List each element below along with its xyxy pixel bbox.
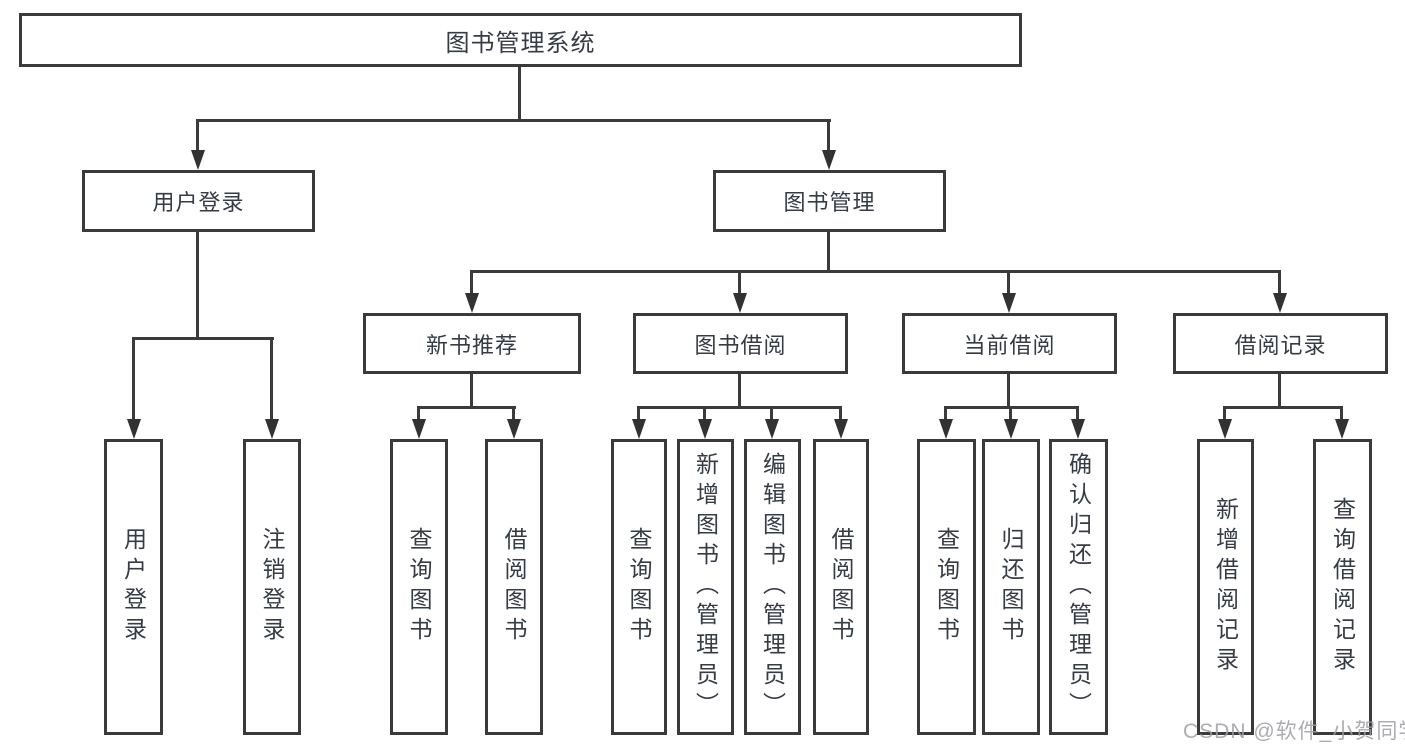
connector-line	[512, 406, 515, 419]
connector-line	[944, 406, 947, 419]
connector-line	[196, 119, 831, 122]
connector-line	[1278, 374, 1281, 409]
leaf-confirm-return-admin: 确认归还（管理员）	[1049, 439, 1108, 735]
connector-line	[1007, 270, 1010, 293]
arrow-down-icon	[1004, 419, 1018, 439]
connector-line	[518, 67, 521, 119]
arrow-down-icon	[1002, 293, 1016, 313]
arrow-down-icon	[1071, 419, 1085, 439]
connector-line	[637, 406, 640, 419]
node-library-system: 图书管理系统	[19, 13, 1022, 67]
connector-line	[470, 374, 473, 409]
leaf-user-login: 用户登录	[104, 439, 163, 735]
connector-line	[770, 406, 773, 419]
connector-line	[132, 337, 274, 340]
connector-line	[738, 270, 741, 293]
leaf-query-books-current: 查询图书	[917, 439, 976, 735]
arrow-down-icon	[412, 419, 426, 439]
connector-line	[827, 232, 830, 270]
connector-line	[738, 374, 741, 409]
leaf-add-borrow-record: 新增借阅记录	[1197, 439, 1254, 735]
leaf-return-books: 归还图书	[982, 439, 1040, 735]
leaf-add-books-admin: 新增图书（管理员）	[677, 439, 734, 735]
node-borrow-records: 借阅记录	[1173, 313, 1388, 374]
arrow-down-icon	[733, 293, 747, 313]
arrow-down-icon	[507, 419, 521, 439]
leaf-query-books-borrow: 查询图书	[611, 439, 667, 735]
arrow-down-icon	[1273, 293, 1287, 313]
connector-line	[132, 337, 135, 419]
leaf-query-books-newbook: 查询图书	[390, 439, 448, 735]
leaf-borrow-books-newbook: 借阅图书	[485, 439, 543, 735]
leaf-borrow-books: 借阅图书	[813, 439, 869, 735]
connector-line	[827, 119, 830, 150]
arrow-down-icon	[127, 419, 141, 439]
connector-line	[196, 119, 199, 150]
connector-line	[637, 406, 842, 409]
connector-line	[1278, 270, 1281, 293]
arrow-down-icon	[939, 419, 953, 439]
node-book-borrowing: 图书借阅	[633, 313, 848, 374]
arrow-down-icon	[265, 419, 279, 439]
arrow-down-icon	[191, 150, 205, 170]
connector-line	[1223, 406, 1343, 409]
arrow-down-icon	[698, 419, 712, 439]
connector-line	[470, 270, 1281, 273]
connector-line	[703, 406, 706, 419]
arrow-down-icon	[1218, 419, 1232, 439]
arrow-down-icon	[465, 293, 479, 313]
connector-line	[1007, 374, 1010, 409]
arrow-down-icon	[765, 419, 779, 439]
leaf-edit-books-admin: 编辑图书（管理员）	[744, 439, 801, 735]
connector-line	[1340, 406, 1343, 419]
connector-line	[196, 232, 199, 337]
connector-line	[417, 406, 420, 419]
node-new-book-recommend: 新书推荐	[363, 313, 581, 374]
node-current-borrowing: 当前借阅	[902, 313, 1117, 374]
arrow-down-icon	[822, 150, 836, 170]
arrow-down-icon	[1335, 419, 1349, 439]
node-user-login: 用户登录	[82, 170, 315, 232]
connector-line	[1076, 406, 1079, 419]
connector-line	[1009, 406, 1012, 419]
connector-line	[470, 270, 473, 293]
arrow-down-icon	[834, 419, 848, 439]
connector-line	[839, 406, 842, 419]
watermark: CSDN @软件_小贺同学	[1183, 720, 1405, 743]
arrow-down-icon	[632, 419, 646, 439]
connector-line	[270, 337, 273, 419]
connector-line	[417, 406, 516, 409]
connector-line	[1223, 406, 1226, 419]
node-book-management: 图书管理	[713, 170, 946, 232]
leaf-logout: 注销登录	[243, 439, 301, 735]
leaf-query-borrow-record: 查询借阅记录	[1313, 439, 1372, 735]
